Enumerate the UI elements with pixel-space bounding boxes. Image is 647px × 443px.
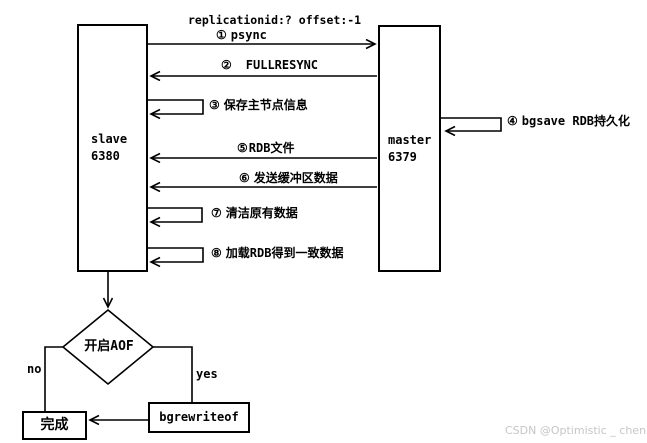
done-node-label: 完成 — [40, 417, 69, 433]
step2-fullresync-label: ② FULLRESYNC — [221, 58, 318, 72]
step4-number: ④ — [507, 114, 518, 128]
step1-number: ① — [216, 28, 227, 42]
step7-text: 清洁原有数据 — [225, 206, 298, 220]
step1-text: psync — [230, 28, 267, 42]
slave-node: slave 6380 — [77, 24, 148, 272]
step8-text: 加载RDB得到一致数据 — [225, 246, 344, 260]
step5-number: ⑤ — [237, 141, 248, 155]
edge-yes — [153, 346, 193, 402]
done-node: 完成 — [22, 411, 87, 440]
step6-number: ⑥ — [239, 171, 250, 185]
bgrewriteof-node-label: bgrewriteof — [159, 410, 239, 424]
edge-no — [44, 346, 63, 411]
step2-number: ② — [221, 58, 232, 72]
step8-number: ⑧ — [211, 246, 222, 260]
step3-text: 保存主节点信息 — [223, 98, 308, 112]
self-loop-bgsave — [441, 117, 502, 131]
master-node: master 6379 — [378, 25, 441, 272]
step5-rdb-file-label: ⑤RDB文件 — [237, 141, 294, 155]
step4-text: bgsave RDB持久化 — [521, 114, 631, 128]
master-node-name: master — [388, 132, 432, 147]
self-loop-clean-data — [148, 207, 203, 222]
slave-node-port: 6380 — [91, 149, 120, 163]
replication-id-annotation: replicationid:? offset:-1 — [188, 13, 362, 27]
csdn-watermark: CSDN @Optimistic _ chen — [505, 424, 647, 437]
slave-node-name: slave — [91, 132, 128, 146]
branch-no-label: no — [27, 362, 42, 376]
branch-yes-label: yes — [196, 367, 218, 381]
step6-text: 发送缓冲区数据 — [253, 171, 338, 185]
self-loop-save-master-info — [148, 99, 204, 114]
step3-number: ③ — [209, 98, 220, 112]
master-node-port: 6379 — [388, 149, 417, 164]
decision-aof-label: 开启AOF — [84, 339, 134, 354]
bgrewriteof-node: bgrewriteof — [148, 402, 250, 433]
step5-text: RDB文件 — [248, 141, 295, 155]
self-loop-load-rdb — [148, 247, 204, 262]
step7-number: ⑦ — [211, 206, 222, 220]
step2-text: FULLRESYNC — [245, 58, 319, 72]
